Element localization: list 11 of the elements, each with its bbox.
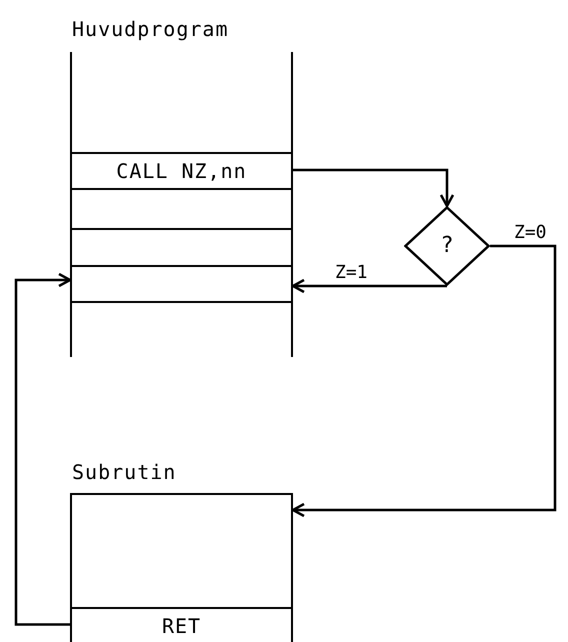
- decision-diamond: [404, 206, 490, 286]
- question-mark: ?: [440, 235, 454, 257]
- arrow: [14, 272, 72, 626]
- arrow: [292, 278, 447, 294]
- column-heading: Huvudprogram: [72, 16, 228, 43]
- instruction-row: [70, 265, 293, 303]
- instruction-text: CALL NZ,nn: [116, 161, 247, 181]
- instruction-text: RET: [162, 616, 202, 636]
- arrow: [293, 168, 454, 208]
- column-heading: Subrutin: [72, 459, 176, 486]
- arrow: [292, 244, 556, 518]
